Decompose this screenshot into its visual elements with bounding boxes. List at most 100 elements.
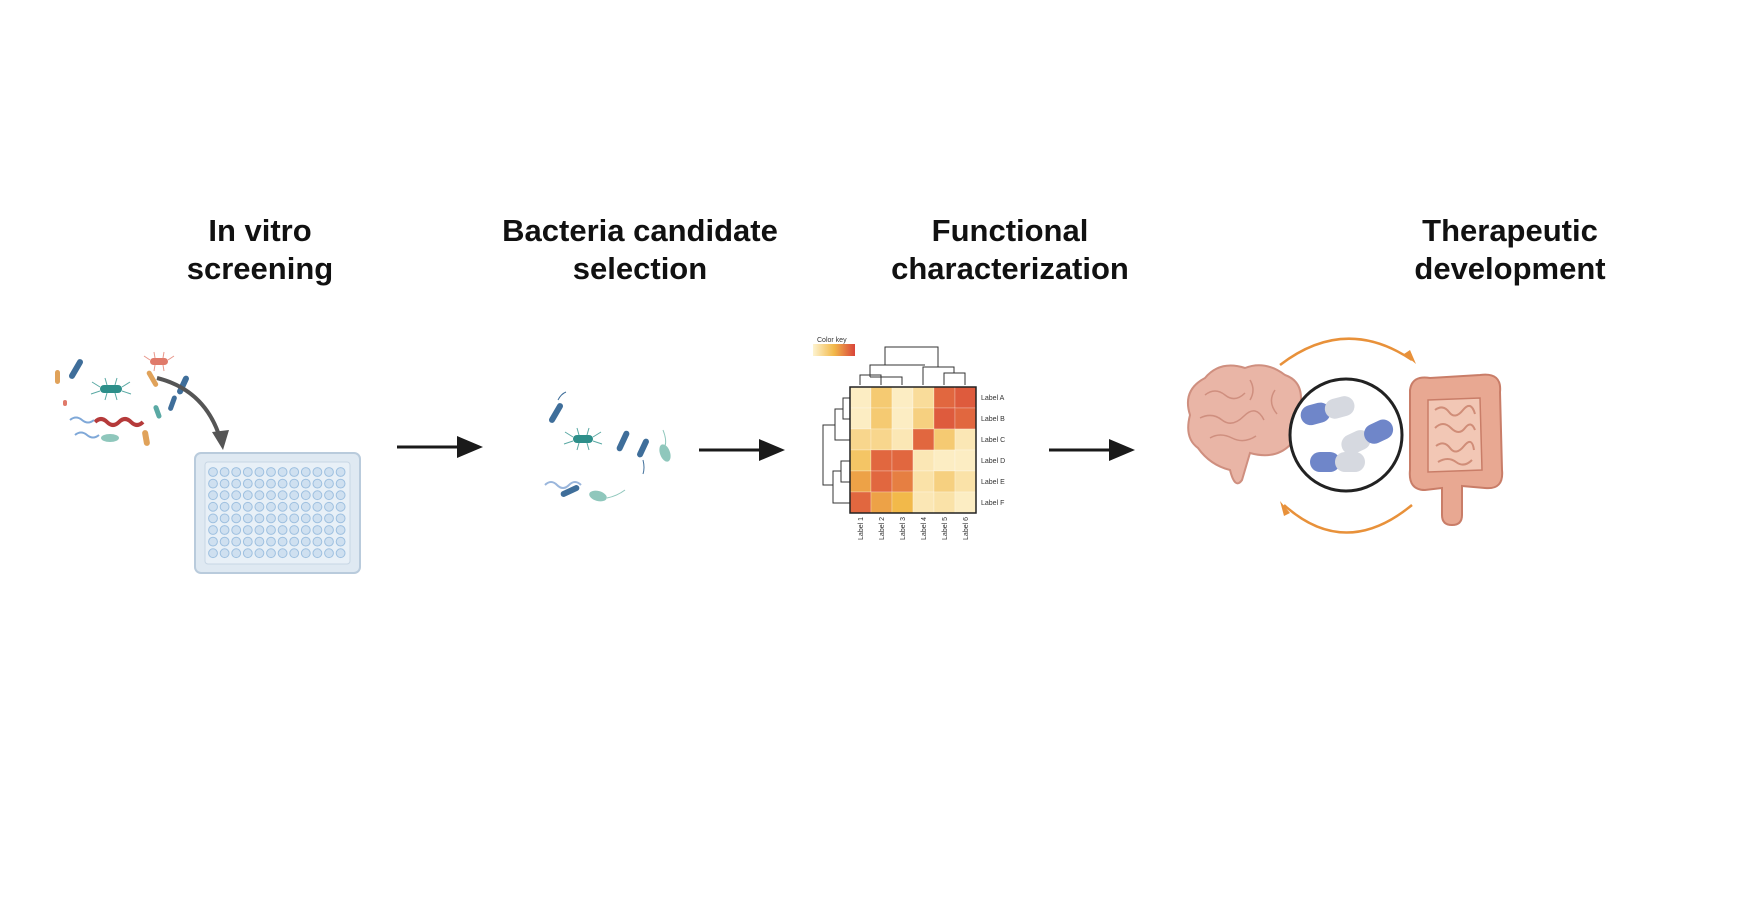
plate-well [277,536,288,547]
heatmap-cell [870,449,893,472]
heatmap-cell [954,470,977,493]
plate-well [289,548,300,559]
plate-well [289,467,300,477]
plate-well [231,478,242,489]
plate-well [231,536,242,547]
heatmap-cell [933,428,956,451]
step-title-line: Bacteria candidate [502,213,778,248]
step-title-line: In vitro [208,213,312,248]
heatmap-col-label: Label 2 [879,517,886,540]
plate-well [312,513,323,524]
plate-well [219,536,230,547]
plate-well [242,478,253,489]
heatmap-cell [849,491,872,514]
heatmap-cell [891,428,914,451]
color-key-bar [813,344,855,356]
heatmap-cell [933,449,956,472]
heatmap-cell [870,407,893,430]
heatmap-row-label: Label A [981,395,1005,402]
plate-well [231,490,242,501]
cycle-arrow-bottom-icon [1280,501,1413,534]
plate-well [300,478,311,489]
heatmap-cell [891,491,914,514]
heatmap-cell [954,449,977,472]
plate-well [277,513,288,524]
plate-well [277,525,288,535]
step-title-line: characterization [891,251,1129,286]
plate-well [277,548,288,559]
heatmap-row-label: Label E [981,479,1005,486]
plate-well [208,525,218,535]
plate-well [254,513,265,524]
capsules-icon [1288,377,1404,493]
plate-well [219,525,230,535]
flow-arrow-1 [397,436,483,458]
plate-well [289,513,300,524]
heatmap-row-label: Label D [981,458,1005,465]
plate-well [266,478,276,489]
plate-well [289,525,300,535]
curved-arrow-icon [156,376,229,450]
plate-well [266,467,276,477]
plate-well [208,513,218,524]
step-title-selection: Bacteria candidate selection [480,212,800,288]
plate-well [335,536,346,547]
plate-well [242,513,253,524]
plate-well [300,536,311,547]
plate-well [312,548,323,559]
heatmap-cell [870,491,893,514]
brain-icon [1186,364,1304,485]
plate-well [324,501,334,512]
plate-well [219,548,230,559]
plate-well [231,467,242,477]
plate-well [219,513,230,524]
heatmap-cell [912,449,935,472]
plate-well [335,501,346,512]
plate-well [208,501,218,512]
heatmap-row-label: Label F [981,500,1004,507]
plate-well [335,548,346,559]
heatmap-cell [933,386,956,409]
plate-well [219,467,230,477]
heatmap-col-label: Label 6 [963,517,970,540]
therapeutic-illustration [1186,337,1504,534]
plate-well [312,467,323,477]
plate-well [312,525,323,535]
plate-well [300,513,311,524]
plate-well [208,478,218,489]
plate-well [254,478,265,489]
plate-well [335,513,346,524]
plate-well [219,490,230,501]
plate-well [266,525,276,535]
plate-well [335,467,346,477]
heatmap-cell [870,386,893,409]
heatmap-col-label: Label 5 [942,517,949,540]
plate-well [242,525,253,535]
column-dendrogram [859,346,966,385]
color-key-label: Color key [817,337,847,344]
step-title-characterization: Functional characterization [860,212,1160,288]
heatmap-cell [912,407,935,430]
plate-well [324,490,334,501]
plate-well [231,525,242,535]
heatmap-cell [891,449,914,472]
plate-well [277,478,288,489]
heatmap-cell [891,386,914,409]
heatmap-col-label: Label 3 [900,517,907,540]
heatmap-cell [849,407,872,430]
plate-well [300,501,311,512]
heatmap-cell [933,491,956,514]
plate-well [231,501,242,512]
plate-well [254,525,265,535]
plate-well [254,501,265,512]
plate-well [312,536,323,547]
plate-well [335,478,346,489]
heatmap-cell [870,428,893,451]
heatmap-cell [912,428,935,451]
plate-well [277,467,288,477]
heatmap-col-label: Label 1 [858,517,865,540]
plate-well [300,467,311,477]
heatmap-cell [912,491,935,514]
